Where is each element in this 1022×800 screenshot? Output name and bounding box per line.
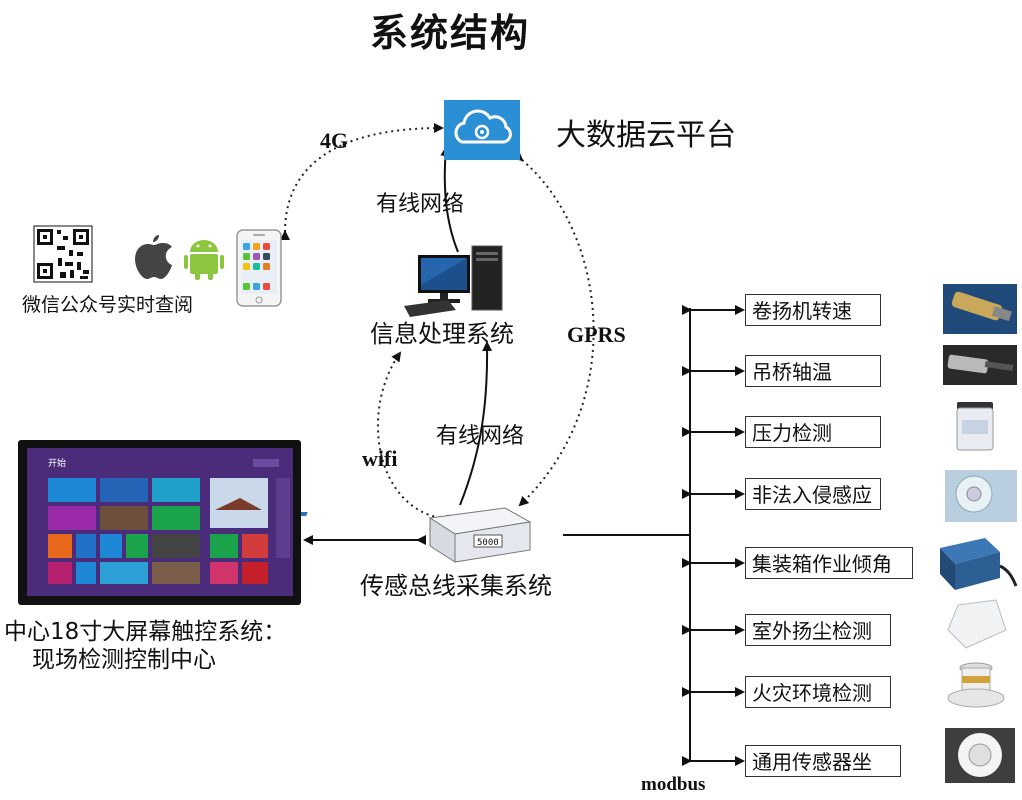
intrusion-sensor-icon: [945, 470, 1017, 522]
tilt-sensor-icon: [940, 538, 1018, 590]
qr-code-icon: [33, 225, 93, 283]
screen-label-line1: 中心18寸大屏幕触控系统：: [4, 619, 287, 645]
link-4g-label: 4G: [320, 128, 349, 153]
svg-text:5000: 5000: [477, 538, 499, 548]
apple-logo-icon: [135, 235, 172, 279]
sensor-container-tilt: 集装箱作业倾角: [745, 547, 913, 579]
mobile-view-label: 微信公众号实时查阅: [22, 294, 194, 316]
sensor-pressure: 压力检测: [745, 416, 881, 448]
speed-sensor-icon: [943, 284, 1017, 334]
collector-system-label: 传感总线采集系统: [360, 572, 552, 600]
link-wired-mid: [459, 341, 493, 506]
screen-start-text: 开始: [48, 457, 66, 469]
sensor-bridge-axle-temp: 吊桥轴温: [745, 355, 881, 387]
link-wifi-label: wifi: [362, 446, 398, 471]
computer-icon: [404, 245, 503, 317]
general-sensor-icon: [945, 728, 1015, 783]
touch-screen-icon: 开始: [18, 440, 301, 605]
pressure-sensor-icon: [956, 402, 994, 451]
link-wired-mid-label: 有线网络: [436, 424, 525, 449]
diagram-title: 系统结构: [370, 11, 531, 55]
android-logo-icon: [184, 240, 224, 280]
cloud-icon: [444, 100, 520, 160]
modbus-label: modbus: [641, 774, 706, 795]
sensor-branches: [682, 305, 745, 766]
temperature-probe-icon: [943, 345, 1017, 385]
link-gprs-label: GPRS: [567, 322, 626, 347]
sensor-fire-environment: 火灾环境检测: [745, 676, 891, 708]
sensor-winch-speed: 卷扬机转速: [745, 294, 881, 326]
sensor-outdoor-dust: 室外扬尘检测: [745, 614, 891, 646]
collector-device-icon: 5000: [273, 507, 532, 563]
sensor-general: 通用传感器坐: [745, 745, 901, 777]
smartphone-icon: [236, 229, 282, 307]
fire-sensor-icon: [947, 662, 1005, 708]
processing-system-label: 信息处理系统: [370, 320, 514, 348]
screen-label-line2: 现场检测控制中心: [32, 647, 216, 673]
dust-sensor-icon: [947, 599, 1007, 649]
sensor-intrusion: 非法入侵感应: [745, 478, 881, 510]
link-wifi: [376, 351, 449, 525]
link-wired-top-label: 有线网络: [376, 192, 465, 217]
cloud-platform-label: 大数据云平台: [556, 118, 736, 153]
